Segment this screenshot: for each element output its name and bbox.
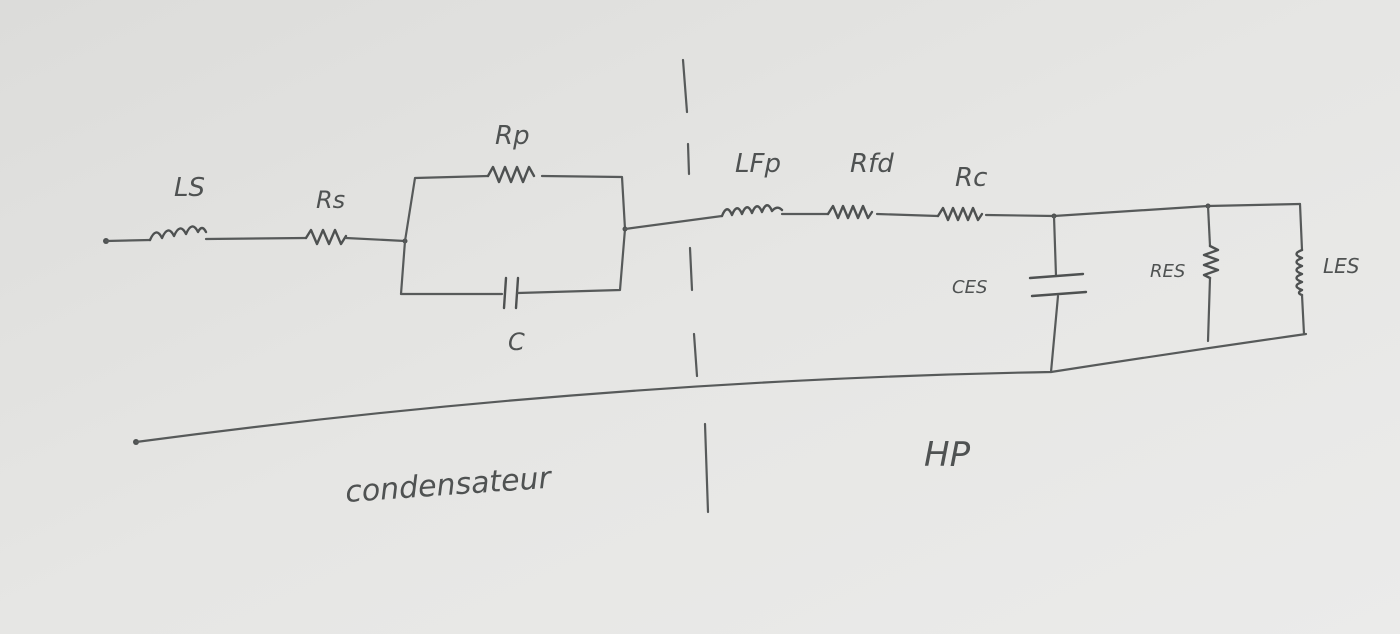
wire-c-right xyxy=(516,227,627,295)
wire-rs-node xyxy=(344,236,407,243)
separator-line xyxy=(681,58,710,514)
wire-top-rail xyxy=(984,202,1302,218)
resistor-rs xyxy=(304,228,348,246)
inductor-les xyxy=(1295,248,1304,297)
wire-rp-right xyxy=(540,174,627,231)
label-rc: Rc xyxy=(955,163,987,193)
wire-rp-left xyxy=(403,174,490,243)
resistor-res xyxy=(1202,244,1220,280)
inductor-lfp xyxy=(720,204,784,218)
wire-res-top xyxy=(1206,204,1212,248)
label-ls: LS xyxy=(174,173,205,203)
label-rfd: Rfd xyxy=(850,149,894,179)
label-rp: Rp xyxy=(495,121,530,151)
resistor-rfd xyxy=(826,204,874,220)
wire-node-lfp xyxy=(623,214,724,231)
wire-les-top xyxy=(1298,202,1304,252)
inductor-ls xyxy=(148,225,208,242)
wire-input xyxy=(104,238,152,243)
wire-bottom-rail xyxy=(134,332,1308,444)
wire-ls-rs xyxy=(204,236,308,241)
wire-c-left xyxy=(399,239,504,296)
label-res: RES xyxy=(1150,261,1185,282)
label-hp: HP xyxy=(924,435,971,475)
label-lfp: LFp xyxy=(735,149,781,179)
label-les: LES xyxy=(1323,254,1360,278)
wire-les-bottom xyxy=(1300,293,1306,336)
wire-rfd-rc xyxy=(875,212,940,218)
resistor-rp xyxy=(486,165,536,184)
label-ces: CES xyxy=(952,277,987,298)
resistor-rc xyxy=(936,206,984,222)
label-c: C xyxy=(508,328,525,356)
wire-ces-bottom xyxy=(1049,294,1060,374)
capacitor-ces xyxy=(1028,272,1088,298)
label-rs: Rs xyxy=(316,186,345,214)
wire-ces-top xyxy=(1052,214,1058,278)
wire-res-bottom xyxy=(1206,276,1212,343)
